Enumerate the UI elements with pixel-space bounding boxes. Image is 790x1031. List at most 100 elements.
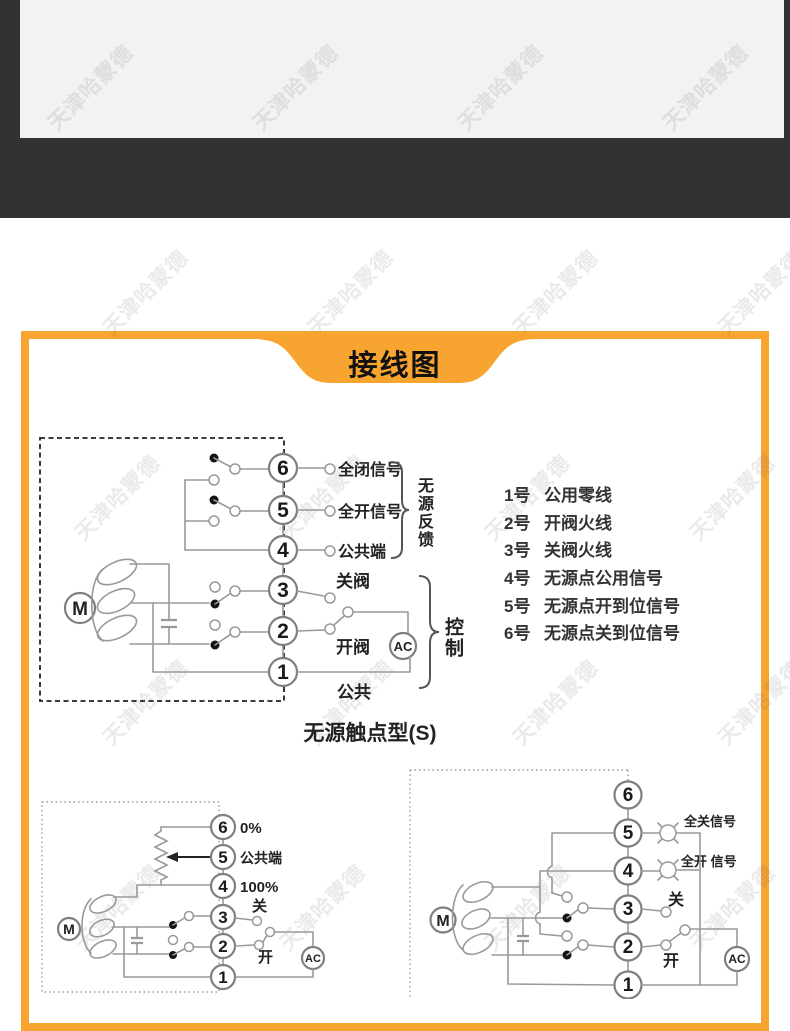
- motor-label: M: [436, 913, 449, 930]
- terminal-number: 2号: [504, 513, 531, 533]
- list-item: 5号 无源点开到位信号: [504, 590, 680, 618]
- terminal-4-number: 4: [218, 877, 228, 896]
- capacitor-icon: [161, 618, 177, 629]
- terminal-4-number: 4: [277, 539, 289, 562]
- terminal-6-number: 6: [623, 785, 634, 806]
- terminal-6: [613, 780, 643, 810]
- terminal-number: 6号: [504, 624, 531, 644]
- winding-arc: [90, 568, 104, 642]
- ac-label: AC: [728, 952, 746, 966]
- terminal-desc: 公用零线: [544, 486, 612, 506]
- potentiometer-icon: [153, 826, 169, 886]
- motor-label: M: [63, 921, 75, 937]
- feedback-group-label: 无源反馈: [415, 477, 432, 549]
- terminal-desc: 关阀火线: [544, 541, 612, 561]
- wiring-panel: [21, 331, 769, 1031]
- label-common-terminal: 公共端: [240, 850, 282, 866]
- label-close: 关: [668, 890, 684, 909]
- terminal-3: [267, 574, 299, 606]
- terminal-2-number: 2: [218, 937, 227, 956]
- winding-coil: [88, 918, 116, 938]
- list-item: 4号 无源点公用信号: [504, 563, 680, 591]
- winding-arc: [81, 898, 92, 954]
- terminal-description-list: 1号 公用零线 2号 开阀火线 3号 关阀火线 4号 无源点公用信号 5号 无源…: [504, 480, 680, 646]
- lamp-diagram: M 6 5 4 3 2 1: [409, 769, 751, 999]
- motor-icon: [63, 591, 97, 625]
- terminal-6-number: 6: [218, 818, 227, 837]
- terminal-2-number: 2: [623, 937, 634, 958]
- main-diagram-dashed-border: [39, 437, 285, 702]
- main-diagram: M 6 5 4 3 2: [39, 437, 440, 702]
- label-full-open-signal: 全开 信号: [680, 854, 737, 869]
- label-open-valve: 开阀: [336, 637, 370, 657]
- terminal-5: [209, 843, 237, 871]
- control-group-label: 控制: [442, 617, 463, 659]
- terminal-desc: 无源点公用信号: [544, 569, 663, 589]
- label-common-terminal: 公共端: [338, 542, 386, 561]
- terminal-3-number: 3: [623, 899, 634, 920]
- terminal-3-number: 3: [218, 908, 227, 927]
- label-0-percent: 0%: [240, 820, 262, 837]
- winding-coil: [96, 614, 138, 642]
- winding-coil: [462, 932, 494, 956]
- label-close-valve: 关阀: [336, 571, 370, 591]
- winding-coil: [96, 558, 138, 586]
- list-item: 6号 无源点关到位信号: [504, 618, 680, 646]
- terminal-3: [209, 903, 237, 931]
- label-full-open-signal: 全开信号: [337, 502, 402, 521]
- label-100-percent: 100%: [240, 879, 278, 896]
- list-item: 3号 关阀火线: [504, 535, 680, 563]
- list-item: 2号 开阀火线: [504, 508, 680, 536]
- terminal-5-number: 5: [277, 499, 289, 522]
- feedback-brace: [390, 461, 410, 559]
- wiring-diagrams: M 6 5 4 3 2: [39, 331, 751, 999]
- winding-coil: [462, 880, 494, 904]
- label-full-close-signal: 全关信号: [683, 814, 736, 829]
- terminal-6: [209, 813, 237, 841]
- terminal-number: 1号: [504, 486, 531, 506]
- label-full-closed-signal: 全闭信号: [337, 460, 402, 479]
- terminal-1-number: 1: [277, 661, 289, 684]
- ac-label: AC: [305, 953, 321, 965]
- terminal-desc: 无源点关到位信号: [544, 624, 680, 644]
- winding-coil: [89, 894, 117, 914]
- header-band: [0, 0, 790, 218]
- list-item: 1号 公用零线: [504, 480, 680, 508]
- winding-arc: [451, 884, 464, 951]
- terminal-3-number: 3: [277, 579, 289, 602]
- winding-coil: [96, 587, 136, 615]
- motor-label: M: [72, 599, 88, 620]
- terminal-1-number: 1: [623, 975, 634, 996]
- terminal-5-number: 5: [623, 823, 634, 844]
- label-common: 公共: [337, 683, 371, 702]
- modulating-dotted-border: [41, 801, 220, 993]
- diagram-caption: 无源触点型(S): [303, 722, 437, 745]
- terminal-4-number: 4: [623, 861, 634, 882]
- panel-title: 接线图: [348, 350, 442, 382]
- label-close: 关: [252, 897, 267, 915]
- control-brace: [418, 575, 440, 689]
- banner-tab: [250, 331, 540, 383]
- ac-label: AC: [394, 639, 413, 654]
- wiper-arrowhead: [166, 852, 178, 862]
- label-open: 开: [258, 949, 273, 966]
- terminal-number: 3号: [504, 541, 531, 561]
- terminal-6-number: 6: [277, 457, 289, 480]
- winding-coil: [461, 908, 491, 930]
- terminal-desc: 开阀火线: [544, 513, 612, 533]
- terminal-desc: 无源点开到位信号: [544, 596, 680, 616]
- terminal-5-number: 5: [218, 848, 227, 867]
- lamp-dotted-border: [409, 769, 629, 999]
- product-image-placeholder: [20, 0, 784, 138]
- winding-coil: [89, 939, 117, 959]
- terminal-4: [209, 872, 237, 900]
- terminal-1-number: 1: [218, 968, 227, 987]
- terminal-2-number: 2: [277, 620, 289, 643]
- modulating-diagram: M 6 5 4 3 2 1 0% 公共端 100% 关: [41, 801, 326, 993]
- ac-source-icon: [388, 631, 418, 661]
- terminal-number: 4号: [504, 569, 531, 589]
- terminal-number: 5号: [504, 596, 531, 616]
- label-open: 开: [663, 952, 679, 970]
- motor-icon: [429, 906, 457, 934]
- motor-icon: [56, 916, 82, 942]
